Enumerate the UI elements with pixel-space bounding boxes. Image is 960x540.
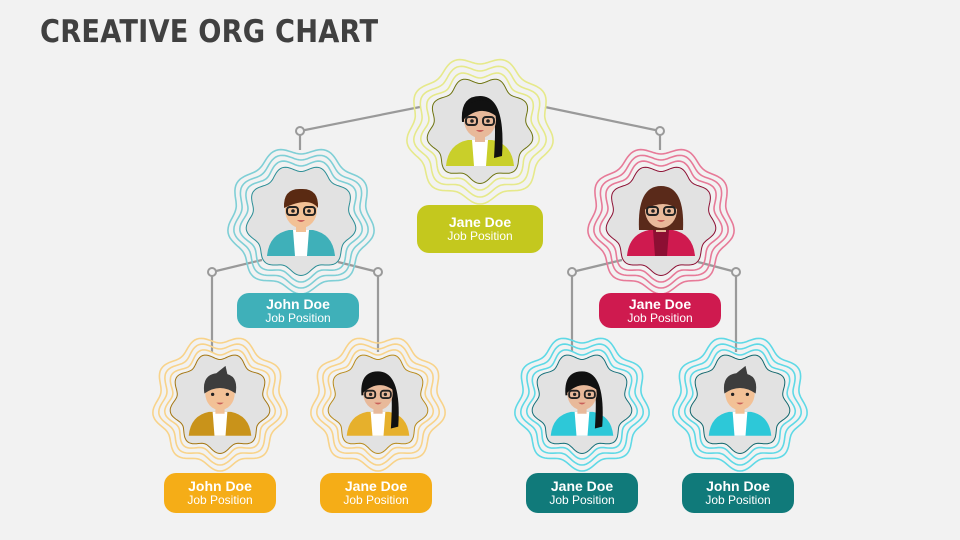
avatar-icon [587, 148, 735, 295]
avatar-icon [152, 337, 288, 472]
avatar-icon [672, 337, 808, 472]
org-node-right[interactable] [586, 145, 736, 295]
person-name: Jane Doe [628, 295, 692, 312]
job-position: Job Position [187, 493, 253, 508]
job-position: Job Position [705, 493, 771, 508]
org-node-bottom-2[interactable] [308, 333, 448, 473]
org-node-bottom-3[interactable] [512, 333, 652, 473]
person-name: John Doe [706, 478, 770, 495]
job-position: Job Position [627, 310, 693, 325]
person-name: Jane Doe [550, 478, 614, 495]
badge-bottom-3[interactable]: Jane Doe Job Position [526, 473, 638, 513]
job-position: Job Position [447, 229, 513, 244]
org-node-top[interactable] [405, 55, 555, 205]
person-name: John Doe [188, 478, 252, 495]
badge-left[interactable]: John Doe Job Position [237, 293, 359, 328]
avatar-icon [406, 58, 554, 205]
job-position: Job Position [549, 493, 615, 508]
avatar-icon [514, 337, 650, 472]
badge-right[interactable]: Jane Doe Job Position [599, 293, 721, 328]
person-name: Jane Doe [344, 478, 408, 495]
person-name: Jane Doe [448, 214, 512, 231]
org-node-left[interactable] [226, 145, 376, 295]
avatar-icon [310, 337, 446, 472]
person-name: John Doe [266, 295, 330, 312]
page-title: CREATIVE ORG CHART [40, 14, 379, 50]
badge-bottom-1[interactable]: John Doe Job Position [164, 473, 276, 513]
badge-bottom-4[interactable]: John Doe Job Position [682, 473, 794, 513]
org-node-bottom-4[interactable] [670, 333, 810, 473]
job-position: Job Position [265, 310, 331, 325]
org-node-bottom-1[interactable] [150, 333, 290, 473]
badge-top[interactable]: Jane Doe Job Position [417, 205, 543, 253]
avatar-icon [227, 148, 375, 295]
job-position: Job Position [343, 493, 409, 508]
badge-bottom-2[interactable]: Jane Doe Job Position [320, 473, 432, 513]
